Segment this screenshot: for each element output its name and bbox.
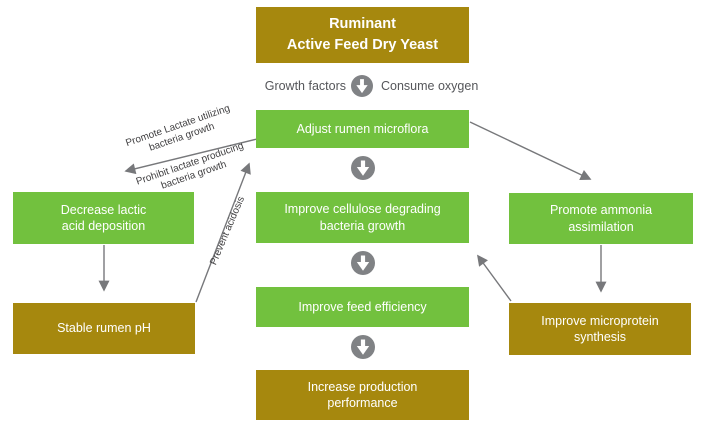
stable-rumen-ph-box: Stable rumen pH xyxy=(13,303,195,354)
box-label: Increase production xyxy=(307,379,418,394)
box-label: acid deposition xyxy=(61,219,146,233)
title-line: Ruminant xyxy=(329,15,396,32)
box-label: Adjust rumen microflora xyxy=(296,121,429,136)
improve-microprotein-synthesis-box: Improve microprotein synthesis xyxy=(509,303,691,355)
decrease-lactic-acid-box: Decrease lactic acid deposition xyxy=(13,192,194,244)
improve-cellulose-degrading-box: Improve cellulose degrading bacteria gro… xyxy=(256,192,469,243)
box-label: Improve cellulose degrading xyxy=(284,202,441,216)
box-label: Improve feed efficiency xyxy=(298,299,427,314)
title-line: Active Feed Dry Yeast xyxy=(286,37,439,53)
box-label: Improve microprotein xyxy=(541,313,659,328)
title-box: Ruminant Active Feed Dry Yeast xyxy=(256,7,469,63)
promote-ammonia-assimilation-box: Promote ammonia assimilation xyxy=(509,193,693,244)
increase-production-performance-box: Increase production performance xyxy=(256,370,469,420)
connector-microprotein-to-cellulose xyxy=(477,254,512,302)
down-arrow-icon xyxy=(351,156,375,180)
edge-label-prevent-acidosis: Prevent acidosis xyxy=(208,194,248,267)
box-label: bacteria growth xyxy=(319,218,406,233)
connector-adjust-to-ammonia xyxy=(469,121,592,180)
improve-feed-efficiency-box: Improve feed efficiency xyxy=(256,287,469,327)
box-label: Promote ammonia xyxy=(549,203,653,217)
box-label: assimilation xyxy=(568,219,634,234)
box-label: performance xyxy=(327,396,398,410)
consume-oxygen-label: Consume oxygen xyxy=(381,79,479,93)
down-arrow-icon xyxy=(351,335,375,359)
box-label: synthesis xyxy=(573,330,627,344)
down-arrow-icon xyxy=(351,75,373,97)
adjust-rumen-microflora-box: Adjust rumen microflora xyxy=(256,110,469,148)
down-arrow-icon xyxy=(351,251,375,275)
growth-factors-label: Growth factors xyxy=(264,79,346,93)
box-label: Decrease lactic xyxy=(60,202,147,217)
box-label: Stable rumen pH xyxy=(57,321,151,336)
